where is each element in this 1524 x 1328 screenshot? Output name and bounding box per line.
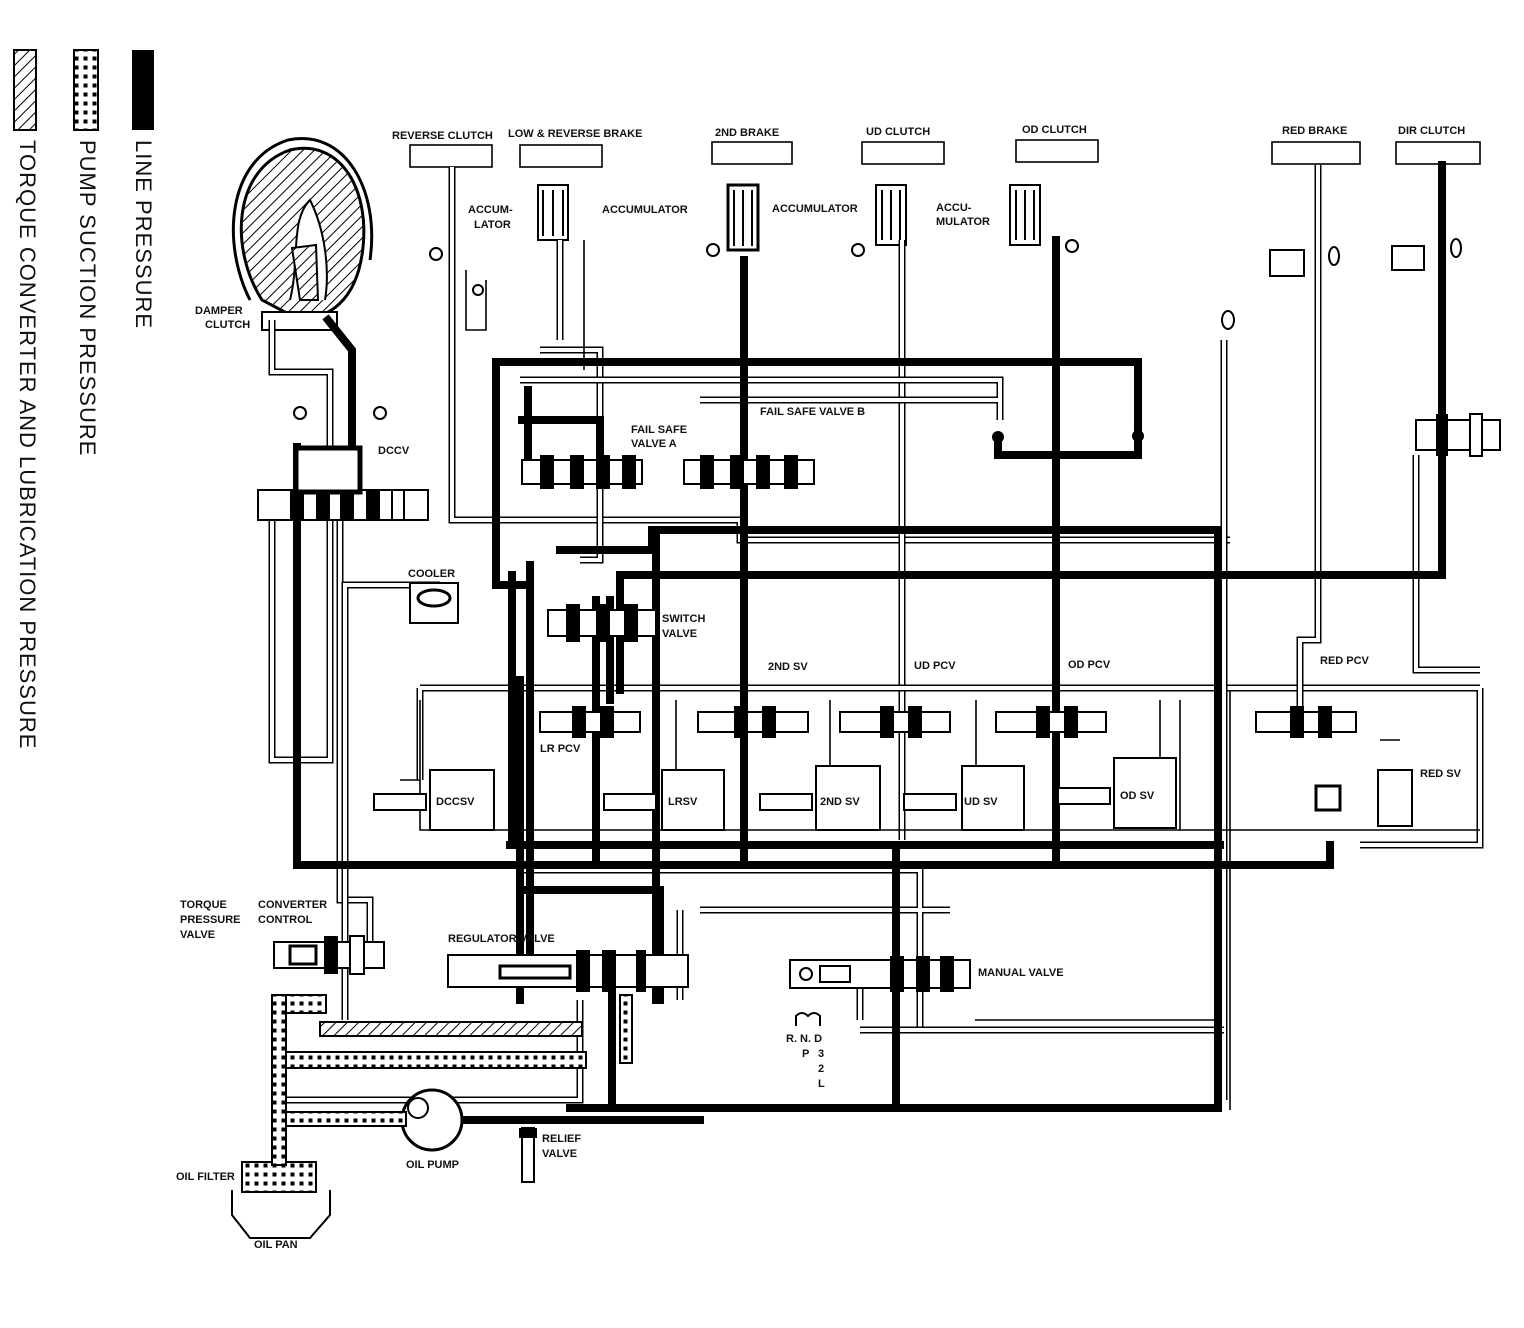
label-torque-pressure-3: VALVE — [180, 929, 215, 941]
label-2nd-sv: 2ND SV — [820, 796, 860, 808]
low-reverse-brake-box — [519, 144, 603, 168]
label-torque-pressure-2: PRESSURE — [180, 914, 241, 926]
accumulator-ud-clutch — [875, 184, 907, 246]
label-accumulator-1a: ACCUM- — [468, 204, 513, 216]
relief-valve-body — [519, 1127, 537, 1183]
shift-lever-icon — [795, 1012, 821, 1026]
label-shift-3: 3 — [818, 1048, 824, 1060]
dir-red-valves — [1269, 245, 1501, 457]
legend-swatch-line-pressure — [132, 50, 154, 130]
second-brake-box — [711, 141, 793, 165]
label-shift-2: 2 — [818, 1063, 824, 1075]
regulator-valve-spool — [447, 950, 689, 992]
accumulator-second-brake — [726, 183, 760, 252]
label-accumulator-3: ACCUMULATOR — [772, 203, 858, 215]
manual-valve-spool — [789, 956, 971, 992]
switch-valve-spool — [547, 604, 657, 642]
dir-clutch-box — [1395, 141, 1481, 165]
label-oil-filter: OIL FILTER — [176, 1171, 235, 1183]
label-fail-safe-b: FAIL SAFE VALVE B — [760, 406, 865, 418]
fail-safe-valve-b-spool — [683, 455, 815, 489]
oil-pump — [400, 1088, 464, 1152]
label-fail-safe-a-2: VALVE A — [631, 438, 677, 450]
accumulator-od-clutch — [1009, 184, 1041, 246]
label-low-reverse-brake: LOW & REVERSE BRAKE — [508, 128, 642, 140]
label-fail-safe-a-1: FAIL SAFE — [631, 424, 687, 436]
reverse-clutch-box — [409, 144, 493, 168]
labels: REVERSE CLUTCH LOW & REVERSE BRAKE 2ND B… — [176, 124, 1465, 1251]
od-clutch-box — [1015, 139, 1099, 163]
label-ud-clutch: UD CLUTCH — [866, 126, 930, 138]
label-dccv: DCCV — [378, 445, 410, 457]
label-red-brake: RED BRAKE — [1282, 125, 1347, 137]
label-dccsv: DCCSV — [436, 796, 475, 808]
label-reverse-clutch: REVERSE CLUTCH — [392, 130, 493, 142]
legend-swatch-pump-suction — [73, 49, 99, 131]
cooler — [409, 582, 459, 624]
label-red-sv: RED SV — [1420, 768, 1462, 780]
label-ud-pcv: UD PCV — [914, 660, 956, 672]
label-dir-clutch: DIR CLUTCH — [1398, 125, 1465, 137]
label-od-pcv: OD PCV — [1068, 659, 1111, 671]
accumulator-low-reverse — [537, 184, 569, 241]
label-2nd-sv-top: 2ND SV — [768, 661, 808, 673]
dccv-spool — [257, 445, 429, 521]
legend: LINE PRESSURE PUMP SUCTION PRESSURE TORQ… — [13, 49, 156, 749]
ud-clutch-box — [861, 141, 945, 165]
legend-line-pressure: LINE PRESSURE — [131, 140, 156, 329]
label-converter-control-2: CONTROL — [258, 914, 313, 926]
oil-filter-pan — [231, 1161, 331, 1239]
label-torque-pressure-1: TORQUE — [180, 899, 227, 911]
label-converter-control-1: CONVERTER — [258, 899, 327, 911]
label-accumulator-4a: ACCU- — [936, 202, 972, 214]
label-relief-valve-1: RELIEF — [542, 1133, 581, 1145]
label-accumulator-4b: MULATOR — [936, 216, 990, 228]
label-manual-valve: MANUAL VALVE — [978, 967, 1064, 979]
label-ud-sv: UD SV — [964, 796, 998, 808]
label-oil-pump: OIL PUMP — [406, 1159, 459, 1171]
clutch-boxes — [409, 139, 1481, 168]
label-oil-pan: OIL PAN — [254, 1239, 298, 1251]
fail-safe-valve-a-spool — [521, 455, 643, 489]
label-relief-valve-2: VALVE — [542, 1148, 577, 1160]
pcv-valves — [539, 706, 1357, 738]
label-cooler: COOLER — [408, 568, 455, 580]
label-switch-valve-2: VALVE — [662, 628, 697, 640]
valve-bodies — [231, 245, 1501, 1239]
accumulators — [537, 183, 1041, 252]
legend-torque-converter: TORQUE CONVERTER AND LUBRICATION PRESSUR… — [15, 140, 40, 749]
suction-passages — [271, 994, 633, 1166]
label-switch-valve-1: SWITCH — [662, 613, 705, 625]
legend-pump-suction: PUMP SUCTION PRESSURE — [75, 140, 100, 456]
torque-pressure-valve — [273, 935, 385, 975]
label-second-brake: 2ND BRAKE — [715, 127, 779, 139]
red-brake-box — [1271, 141, 1361, 165]
legend-swatch-torque-converter — [13, 49, 37, 131]
solenoid-valves — [373, 757, 1413, 831]
label-damper-clutch-1: DAMPER — [195, 305, 243, 317]
label-accumulator-1b: LATOR — [474, 219, 511, 231]
label-shift-row1: R. N. D — [786, 1033, 822, 1045]
label-red-pcv: RED PCV — [1320, 655, 1370, 667]
label-od-clutch: OD CLUTCH — [1022, 124, 1087, 136]
label-regulator-valve: REGULATOR VALVE — [448, 933, 555, 945]
label-od-sv: OD SV — [1120, 790, 1155, 802]
torque-converter — [231, 137, 374, 331]
label-lr-pcv: LR PCV — [540, 743, 581, 755]
label-damper-clutch-2: CLUTCH — [205, 319, 250, 331]
label-shift-l: L — [818, 1078, 825, 1090]
label-lrsv: LRSV — [668, 796, 698, 808]
label-accumulator-2: ACCUMULATOR — [602, 204, 688, 216]
label-shift-p: P — [802, 1048, 809, 1060]
